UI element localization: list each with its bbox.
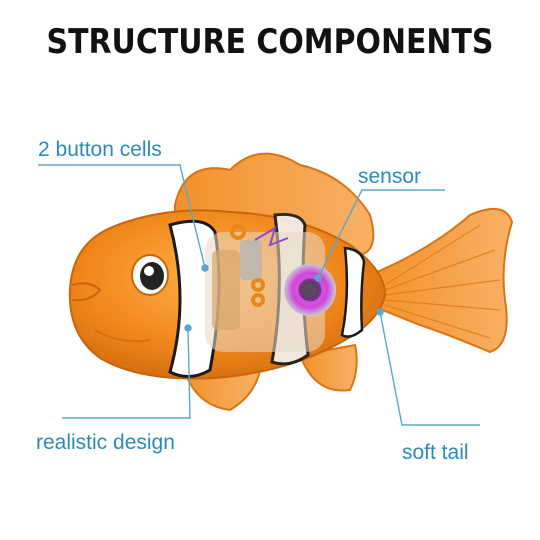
leader-line-button-cells: [38, 164, 206, 269]
leader-line-soft-tail: [379, 311, 480, 426]
label-sensor: sensor: [358, 165, 422, 188]
leader-line-sensor: [317, 189, 445, 279]
label-button-cells: 2 button cells: [38, 138, 162, 161]
page-title: STRUCTURE COMPONENTS: [46, 22, 494, 62]
stripe-rear: [340, 246, 366, 338]
anal-fin: [298, 343, 358, 392]
label-realistic-design: realistic design: [36, 431, 175, 454]
leader-line-realistic-design: [62, 327, 191, 419]
tail-fin: [369, 207, 514, 354]
label-soft-tail: soft tail: [402, 441, 469, 464]
